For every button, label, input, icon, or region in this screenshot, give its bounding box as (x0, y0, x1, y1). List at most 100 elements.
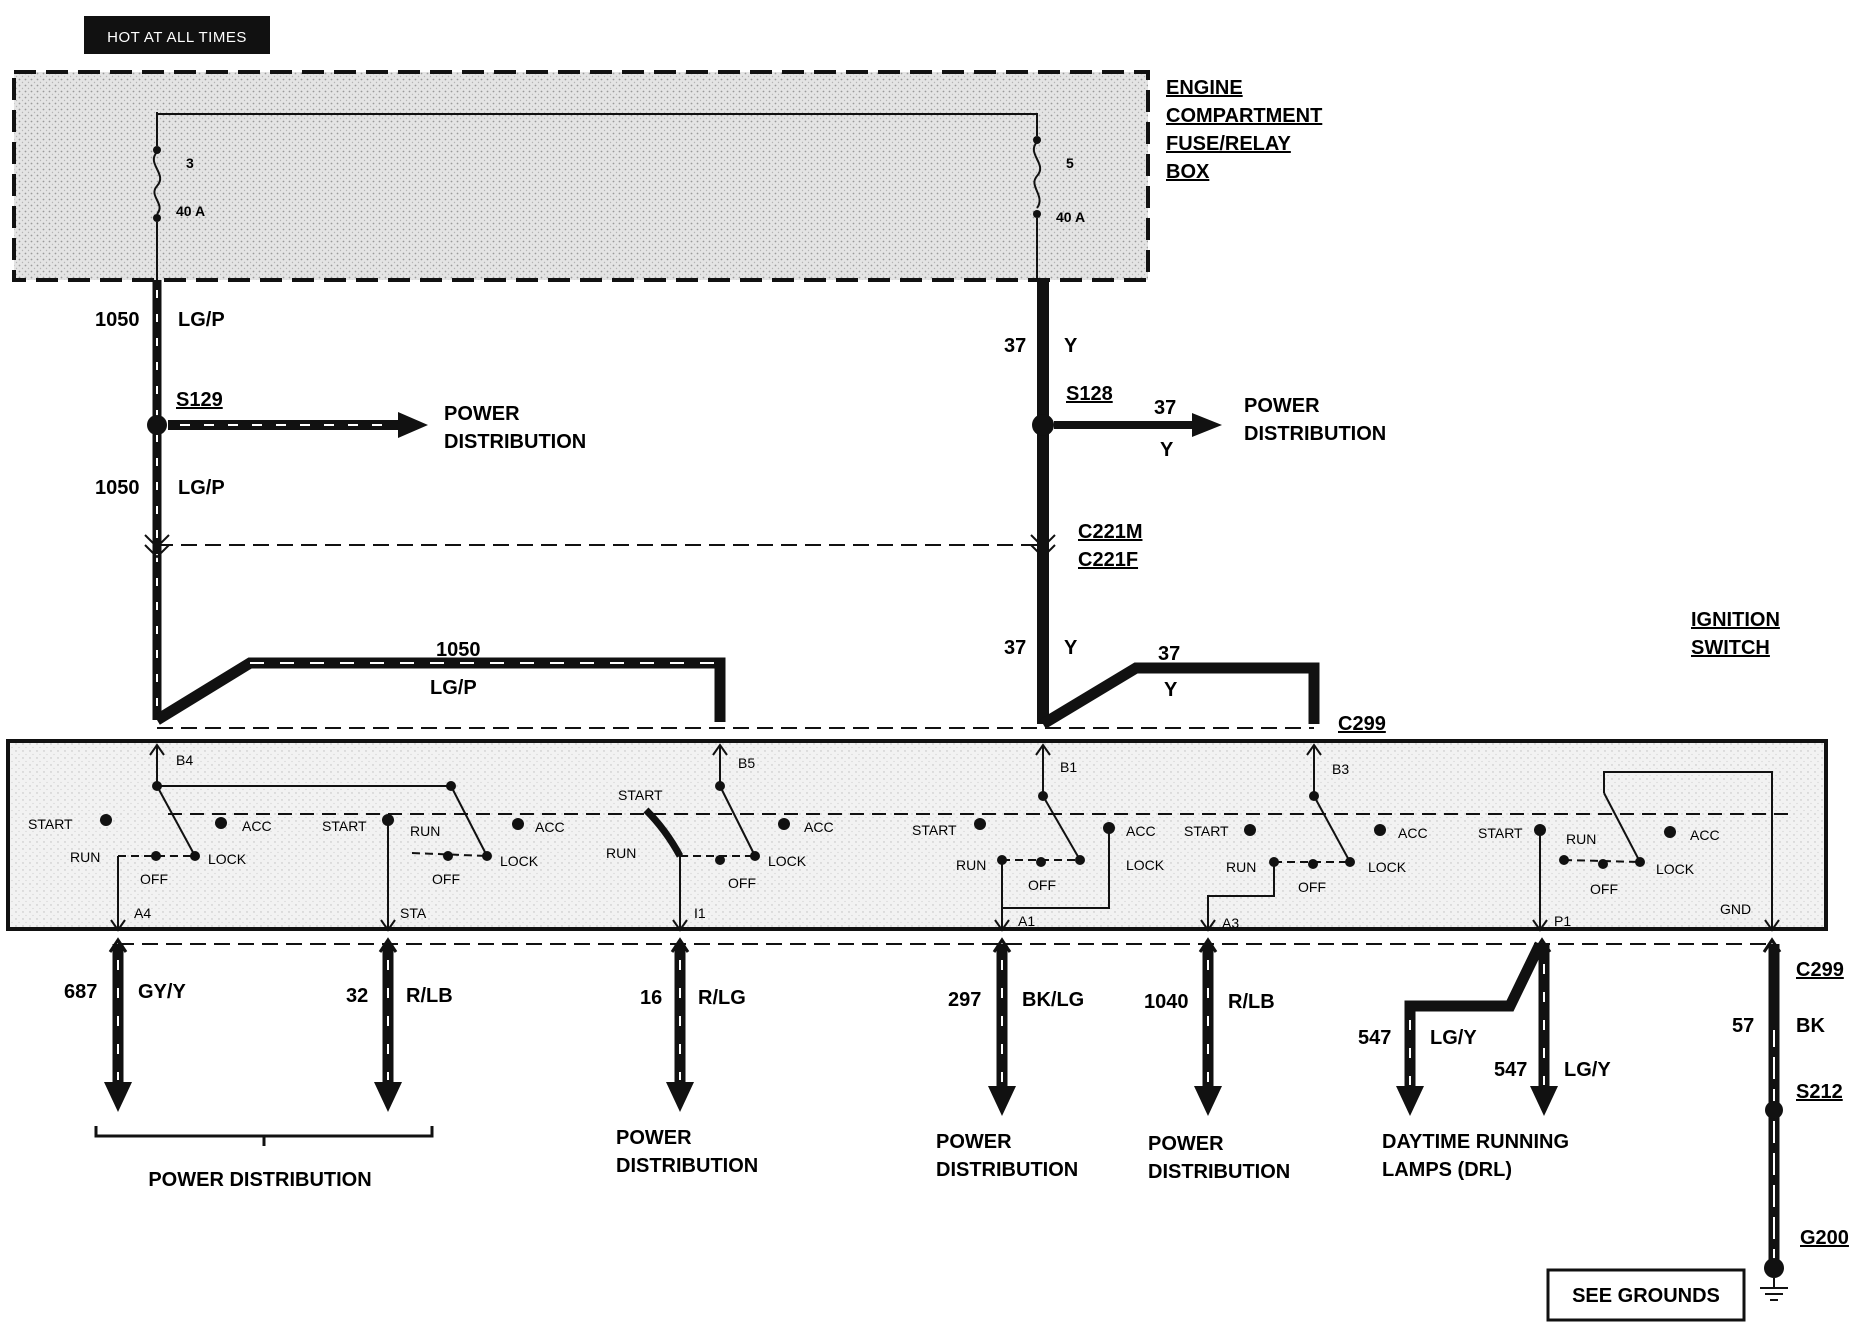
wire-297: 297 BK/LG POWER DISTRIBUTION (936, 937, 1084, 1181)
svg-text:DISTRIBUTION: DISTRIBUTION (616, 1155, 758, 1177)
ground-g200-dot (1764, 1258, 1784, 1278)
svg-text:C299: C299 (1796, 959, 1844, 981)
pin-b3: B3 (1306, 743, 1349, 796)
svg-text:B5: B5 (738, 755, 755, 771)
svg-text:297: 297 (948, 989, 981, 1011)
svg-text:GND: GND (1720, 901, 1751, 917)
svg-text:R/LB: R/LB (1228, 991, 1275, 1013)
svg-text:ACC: ACC (1690, 827, 1720, 843)
svg-text:DISTRIBUTION: DISTRIBUTION (1244, 423, 1386, 445)
svg-text:POWER DISTRIBUTION: POWER DISTRIBUTION (148, 1169, 371, 1191)
svg-text:Y: Y (1164, 679, 1178, 701)
svg-text:C221M: C221M (1078, 521, 1142, 543)
power-distribution-brace: POWER DISTRIBUTION (94, 1126, 434, 1191)
svg-text:START: START (1478, 825, 1523, 841)
svg-text:STA: STA (400, 905, 427, 921)
connector-c221: C221M C221F (144, 521, 1142, 571)
wire-57-ground: 57 BK S212 G200 (1732, 937, 1849, 1278)
wire-1050-feed: 1050 LG/P S129 1050 LG/P (95, 280, 225, 720)
svg-text:OFF: OFF (1298, 879, 1326, 895)
svg-text:R/LG: R/LG (698, 987, 746, 1009)
svg-text:SEE GROUNDS: SEE GROUNDS (1572, 1285, 1720, 1307)
svg-text:16: 16 (640, 987, 662, 1009)
svg-text:1050: 1050 (95, 309, 140, 331)
svg-text:Y: Y (1160, 439, 1174, 461)
svg-text:ACC: ACC (804, 819, 834, 835)
svg-text:ACC: ACC (242, 818, 272, 834)
ground-icon (1760, 1278, 1788, 1301)
pin-b4: B4 (149, 743, 193, 786)
svg-text:BOX: BOX (1166, 161, 1210, 183)
svg-text:LG/P: LG/P (178, 477, 225, 499)
wire-32: 32 R/LB (346, 937, 453, 1112)
svg-text:IGNITION: IGNITION (1691, 609, 1780, 631)
see-grounds-box: SEE GROUNDS (1546, 1268, 1746, 1322)
switch-section-1: START RUN OFF ACC LOCK A4 (28, 781, 451, 932)
svg-text:POWER: POWER (1244, 395, 1320, 417)
svg-text:1040: 1040 (1144, 991, 1189, 1013)
svg-text:ACC: ACC (1126, 823, 1156, 839)
pin-b1: B1 (1035, 743, 1077, 796)
svg-text:687: 687 (64, 981, 97, 1003)
svg-text:OFF: OFF (140, 871, 168, 887)
switch-section-5: START RUN OFF ACC LOCK A3 (1184, 791, 1428, 932)
svg-text:DISTRIBUTION: DISTRIBUTION (1148, 1161, 1290, 1183)
svg-text:START: START (912, 822, 957, 838)
switch-section-4: START RUN OFF ACC LOCK A1 (912, 791, 1165, 932)
svg-text:547: 547 (1494, 1059, 1527, 1081)
connector-c299-bottom: C299 (118, 943, 1844, 981)
svg-text:LOCK: LOCK (1368, 859, 1407, 875)
svg-text:I1: I1 (694, 905, 706, 921)
svg-text:32: 32 (346, 985, 368, 1007)
svg-text:RUN: RUN (70, 849, 100, 865)
svg-text:C299: C299 (1338, 713, 1386, 735)
svg-text:ENGINE: ENGINE (1166, 77, 1243, 99)
svg-text:FUSE/RELAY: FUSE/RELAY (1166, 133, 1292, 155)
svg-text:A3: A3 (1222, 915, 1239, 931)
svg-text:OFF: OFF (1028, 877, 1056, 893)
svg-text:547: 547 (1358, 1027, 1391, 1049)
svg-text:40 A: 40 A (176, 203, 205, 219)
wire-547-pair: 547 LG/Y 547 LG/Y DAYTIME RUNNING LAMPS … (1358, 937, 1611, 1181)
svg-text:SWITCH: SWITCH (1691, 637, 1770, 659)
svg-text:OFF: OFF (1590, 881, 1618, 897)
svg-text:S128: S128 (1066, 383, 1113, 405)
wire-1040: 1040 R/LB POWER DISTRIBUTION (1144, 937, 1290, 1183)
s128-power-distribution-arrow: 37 Y POWER DISTRIBUTION (1054, 395, 1386, 461)
svg-text:BK/LG: BK/LG (1022, 989, 1084, 1011)
svg-text:DISTRIBUTION: DISTRIBUTION (444, 431, 586, 453)
svg-text:DAYTIME RUNNING: DAYTIME RUNNING (1382, 1131, 1569, 1153)
svg-text:5: 5 (1066, 155, 1074, 171)
connector-c299-top: C299 (157, 713, 1386, 735)
svg-text:57: 57 (1732, 1015, 1754, 1037)
wire-37-jumper: 37 Y (1040, 643, 1320, 729)
ignition-switch-title: IGNITION SWITCH (1691, 609, 1780, 659)
splice-s129-dot (147, 415, 167, 435)
pin-b5: B5 (712, 743, 755, 786)
svg-text:RUN: RUN (606, 845, 636, 861)
svg-text:LG/Y: LG/Y (1430, 1027, 1477, 1049)
wire-687: 687 GY/Y (64, 937, 186, 1112)
svg-text:LG/P: LG/P (178, 309, 225, 331)
svg-text:LOCK: LOCK (208, 851, 247, 867)
svg-text:40 A: 40 A (1056, 209, 1085, 225)
svg-text:R/LB: R/LB (406, 985, 453, 1007)
fuse-5: 5 40 A (1032, 136, 1085, 225)
svg-text:1050: 1050 (95, 477, 140, 499)
svg-text:C221F: C221F (1078, 549, 1138, 571)
svg-text:START: START (322, 818, 367, 834)
svg-text:RUN: RUN (410, 823, 440, 839)
svg-text:LG/Y: LG/Y (1564, 1059, 1611, 1081)
svg-text:OFF: OFF (728, 875, 756, 891)
svg-text:LOCK: LOCK (1656, 861, 1695, 877)
wire-37-feed: 37 Y S128 37 Y (1004, 280, 1113, 724)
svg-text:ACC: ACC (535, 819, 565, 835)
svg-text:START: START (28, 816, 73, 832)
fuse-relay-box: 3 40 A 5 40 A (12, 70, 1150, 282)
svg-text:37: 37 (1004, 637, 1026, 659)
svg-text:G200: G200 (1800, 1227, 1849, 1249)
svg-text:37: 37 (1158, 643, 1180, 665)
s129-power-distribution-arrow: POWER DISTRIBUTION (168, 403, 586, 453)
svg-text:Y: Y (1064, 637, 1078, 659)
svg-text:POWER: POWER (936, 1131, 1012, 1153)
